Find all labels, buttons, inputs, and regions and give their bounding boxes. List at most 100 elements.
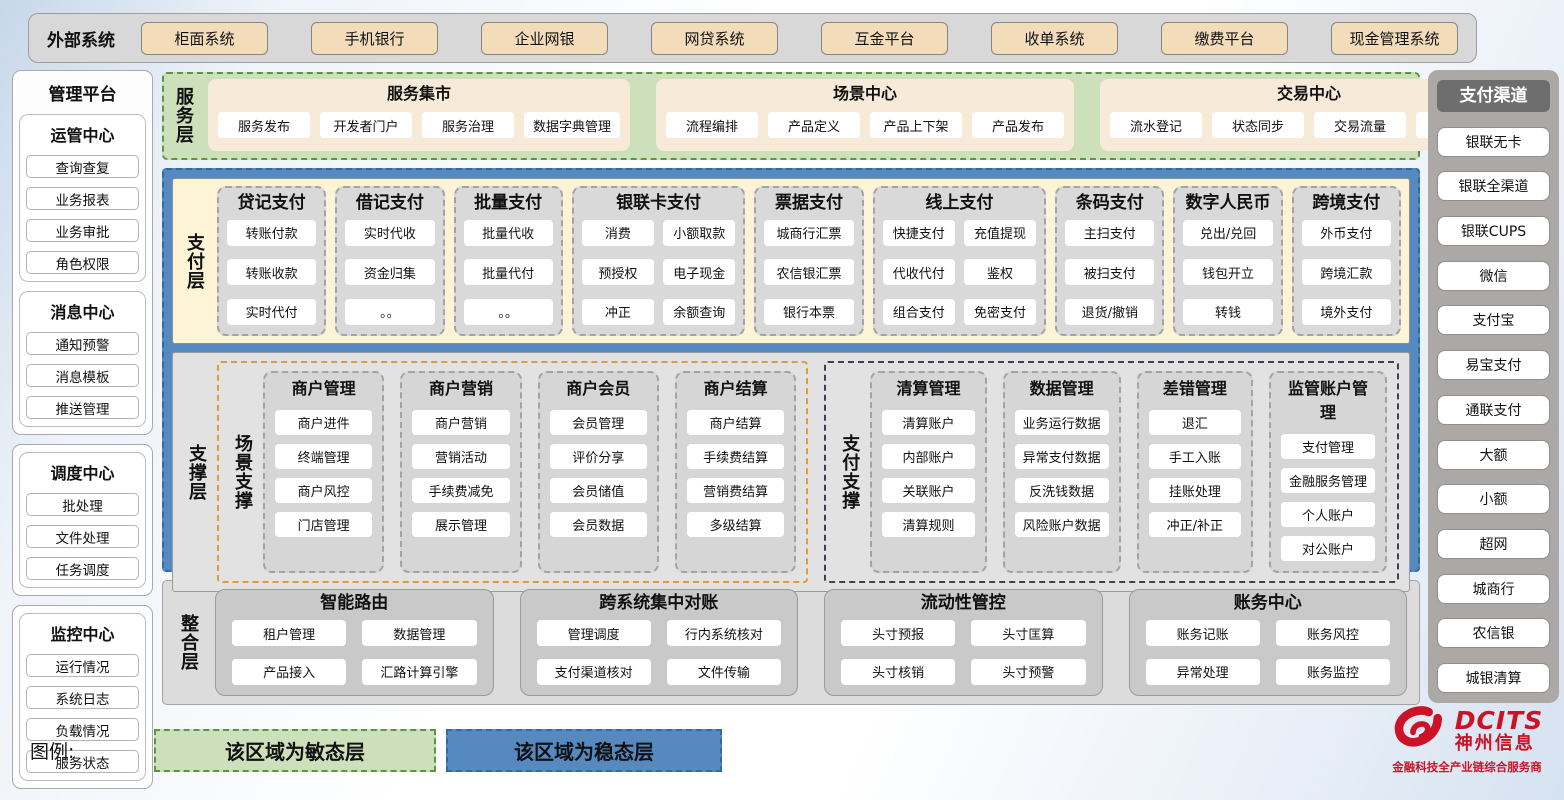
integration-item-button[interactable]: 头寸预报 — [841, 620, 956, 646]
support-item-button[interactable]: 展示管理 — [412, 512, 510, 537]
support-item-button[interactable]: 挂账处理 — [1148, 478, 1241, 503]
management-item-button[interactable]: 业务审批 — [26, 219, 139, 242]
payment-channel-button[interactable]: 银联无卡 — [1437, 126, 1550, 157]
payment-item-button[interactable]: 转账付款 — [227, 219, 317, 246]
support-item-button[interactable]: 商户进件 — [275, 410, 373, 435]
payment-item-button[interactable]: 。。 — [463, 298, 553, 325]
support-item-button[interactable]: 营销活动 — [412, 444, 510, 469]
payment-item-button[interactable]: 被扫支付 — [1065, 259, 1155, 286]
management-item-button[interactable]: 任务调度 — [26, 557, 139, 580]
payment-channel-button[interactable]: 城银清算 — [1437, 662, 1550, 693]
external-system-button[interactable]: 收单系统 — [991, 21, 1118, 55]
support-item-button[interactable]: 内部账户 — [882, 444, 975, 469]
payment-item-button[interactable]: 跨境汇款 — [1301, 259, 1391, 286]
service-item-button[interactable]: 数据字典管理 — [524, 112, 621, 138]
management-item-button[interactable]: 批处理 — [26, 493, 139, 516]
payment-channel-button[interactable]: 超网 — [1437, 528, 1550, 559]
support-item-button[interactable]: 会员储值 — [549, 478, 647, 503]
management-item-button[interactable]: 推送管理 — [26, 396, 139, 419]
payment-channel-button[interactable]: 小额 — [1437, 484, 1550, 515]
integration-item-button[interactable]: 支付渠道核对 — [536, 658, 651, 685]
support-item-button[interactable]: 金融服务管理 — [1281, 468, 1376, 493]
support-item-button[interactable]: 风险账户数据 — [1014, 512, 1109, 537]
payment-channel-button[interactable]: 支付宝 — [1437, 305, 1550, 336]
integration-item-button[interactable]: 头寸预警 — [971, 658, 1086, 685]
payment-item-button[interactable]: 充值提现 — [963, 219, 1037, 246]
service-item-button[interactable]: 产品上下架 — [870, 112, 963, 138]
payment-item-button[interactable]: 免密支付 — [963, 298, 1037, 325]
support-item-button[interactable]: 冲正/补正 — [1148, 512, 1241, 537]
external-system-button[interactable]: 柜面系统 — [141, 21, 268, 55]
management-item-button[interactable]: 服务状态 — [26, 750, 139, 773]
support-item-button[interactable]: 营销费结算 — [686, 478, 785, 503]
management-item-button[interactable]: 查询查复 — [26, 155, 139, 178]
support-item-button[interactable]: 手续费减免 — [412, 478, 510, 503]
integration-item-button[interactable]: 行内系统核对 — [666, 620, 781, 646]
support-item-button[interactable]: 异常支付数据 — [1014, 444, 1109, 469]
external-system-button[interactable]: 互金平台 — [821, 21, 948, 55]
service-item-button[interactable]: 交易流量 — [1314, 112, 1407, 138]
support-item-button[interactable]: 清算规则 — [882, 512, 975, 537]
payment-item-button[interactable]: 资金归集 — [345, 259, 435, 286]
service-item-button[interactable]: 开发者门户 — [320, 112, 412, 138]
support-item-button[interactable]: 商户营销 — [412, 410, 510, 435]
payment-channel-button[interactable]: 大额 — [1437, 439, 1550, 470]
service-item-button[interactable]: 流水登记 — [1110, 112, 1203, 138]
integration-item-button[interactable]: 产品接入 — [232, 658, 347, 685]
external-system-button[interactable]: 手机银行 — [311, 21, 438, 55]
payment-item-button[interactable]: 外币支付 — [1301, 219, 1391, 246]
management-item-button[interactable]: 角色权限 — [26, 251, 139, 274]
payment-item-button[interactable]: 境外支付 — [1301, 298, 1391, 325]
integration-item-button[interactable]: 汇路计算引擎 — [362, 658, 477, 685]
payment-item-button[interactable]: 。。 — [345, 298, 435, 325]
payment-item-button[interactable]: 城商行汇票 — [764, 219, 854, 246]
management-item-button[interactable]: 系统日志 — [26, 686, 139, 709]
support-item-button[interactable]: 商户风控 — [275, 478, 373, 503]
payment-item-button[interactable]: 消费 — [581, 219, 655, 246]
external-system-button[interactable]: 现金管理系统 — [1331, 21, 1458, 55]
payment-channel-button[interactable]: 城商行 — [1437, 573, 1550, 604]
management-item-button[interactable]: 文件处理 — [26, 525, 139, 548]
integration-item-button[interactable]: 账务监控 — [1275, 658, 1390, 685]
service-item-button[interactable]: 产品发布 — [972, 112, 1065, 138]
integration-item-button[interactable]: 管理调度 — [536, 620, 651, 646]
payment-item-button[interactable]: 余额查询 — [663, 298, 736, 325]
support-item-button[interactable]: 终端管理 — [275, 444, 373, 469]
payment-channel-button[interactable]: 银联全渠道 — [1437, 171, 1550, 202]
service-item-button[interactable]: 状态同步 — [1212, 112, 1305, 138]
payment-item-button[interactable]: 转钱 — [1183, 298, 1273, 325]
support-item-button[interactable]: 反洗钱数据 — [1014, 478, 1109, 503]
service-item-button[interactable]: 服务发布 — [218, 112, 310, 138]
payment-channel-button[interactable]: 易宝支付 — [1437, 350, 1550, 381]
payment-item-button[interactable]: 鉴权 — [963, 259, 1037, 286]
support-item-button[interactable]: 手续费结算 — [686, 444, 785, 469]
payment-item-button[interactable]: 退货/撤销 — [1065, 298, 1155, 325]
integration-item-button[interactable]: 头寸匡算 — [971, 620, 1086, 646]
payment-item-button[interactable]: 批量代收 — [463, 219, 553, 246]
support-item-button[interactable]: 手工入账 — [1148, 444, 1241, 469]
support-item-button[interactable]: 退汇 — [1148, 410, 1241, 435]
service-item-button[interactable]: 产品定义 — [768, 112, 861, 138]
external-system-button[interactable]: 缴费平台 — [1161, 21, 1288, 55]
management-item-button[interactable]: 业务报表 — [26, 187, 139, 210]
integration-item-button[interactable]: 租户管理 — [232, 620, 347, 646]
support-item-button[interactable]: 多级结算 — [686, 512, 785, 537]
management-item-button[interactable]: 负载情况 — [26, 718, 139, 741]
support-item-button[interactable]: 清算账户 — [882, 410, 975, 435]
support-item-button[interactable]: 会员管理 — [549, 410, 647, 435]
integration-item-button[interactable]: 文件传输 — [666, 658, 781, 685]
support-item-button[interactable]: 个人账户 — [1281, 502, 1376, 527]
payment-item-button[interactable]: 批量代付 — [463, 259, 553, 286]
support-item-button[interactable]: 业务运行数据 — [1014, 410, 1109, 435]
payment-item-button[interactable]: 农信银汇票 — [764, 259, 854, 286]
payment-channel-button[interactable]: 农信银 — [1437, 618, 1550, 649]
payment-item-button[interactable]: 组合支付 — [882, 298, 955, 325]
management-item-button[interactable]: 运行情况 — [26, 654, 139, 677]
payment-item-button[interactable]: 冲正 — [581, 298, 655, 325]
integration-item-button[interactable]: 异常处理 — [1145, 658, 1260, 685]
external-system-button[interactable]: 网贷系统 — [651, 21, 778, 55]
payment-channel-button[interactable]: 通联支付 — [1437, 394, 1550, 425]
payment-item-button[interactable]: 代收代付 — [882, 259, 955, 286]
payment-item-button[interactable]: 钱包开立 — [1183, 259, 1273, 286]
integration-item-button[interactable]: 数据管理 — [362, 620, 477, 646]
